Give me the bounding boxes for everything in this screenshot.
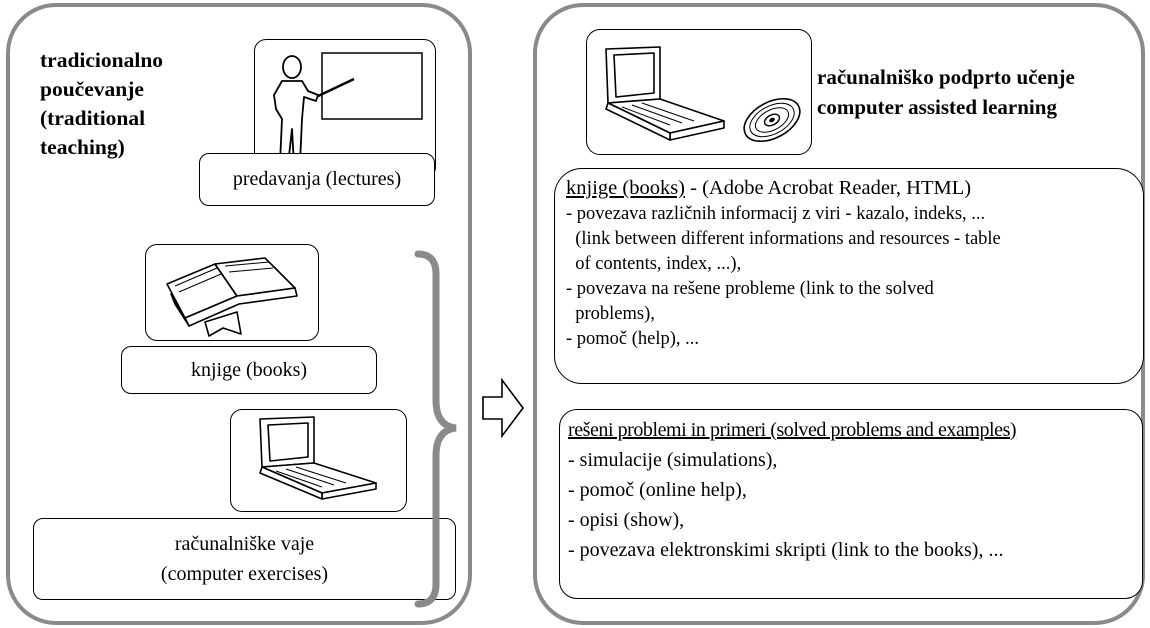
solved-problems-heading: rešeni problemi in primeri (solved probl… [568, 419, 1017, 441]
books-info-line: - pomoč (help), ... [566, 329, 700, 349]
laptop-icon [259, 416, 377, 500]
books-info-line: of contents, index, ...), [566, 254, 742, 274]
title-line: računalniško podprto učenje [817, 65, 1075, 89]
books-info-heading: knjige (books) - (Adobe Acrobat Reader, … [566, 174, 1001, 202]
solved-problems-line: - opisi (show), [568, 509, 685, 531]
exercises-label-line: (computer exercises) [160, 563, 329, 585]
exercises-label-box: računalniške vaje (computer exercises) [33, 518, 456, 600]
title-line: computer assisted learning [817, 95, 1057, 119]
solved-problems-line: - pomoč (online help), [568, 479, 747, 501]
solved-problems-line: - povezava elektronskimi skripti (link t… [568, 539, 1004, 561]
lectures-label: predavanja (lectures) [232, 168, 402, 190]
solved-problems-content: rešeni problemi in primeri (solved probl… [568, 415, 1017, 565]
laptop-icon [605, 46, 725, 141]
solved-problems-box [559, 409, 1143, 599]
books-heading-rest: - (Adobe Acrobat Reader, HTML) [685, 177, 972, 199]
teacher-icon [273, 52, 423, 166]
title-line: teaching) [40, 135, 125, 159]
books-info-line: (link between different informations and… [566, 229, 1001, 249]
books-info-content: knjige (books) - (Adobe Acrobat Reader, … [566, 174, 1001, 352]
cd-icon [743, 97, 801, 143]
solved-problems-line: - simulacije (simulations), [568, 449, 778, 471]
computer-assisted-learning-title: računalniško podprto učenje computer ass… [817, 62, 1075, 122]
open-book-icon [166, 257, 298, 337]
books-info-line: - povezava na rešene probleme (link to t… [566, 279, 934, 299]
title-line: tradicionalno [40, 48, 164, 72]
books-info-line: problems), [566, 304, 655, 324]
books-label: knjige (books) [190, 358, 308, 381]
exercises-label-line: računalniške vaje [174, 533, 315, 555]
title-line: poučevanje [40, 77, 144, 101]
books-heading-underlined: knjige (books) [566, 177, 685, 199]
lectures-label-box: predavanja (lectures) [199, 153, 435, 206]
title-line: (traditional [40, 106, 146, 130]
traditional-teaching-title: tradicionalno poučevanje (traditional te… [40, 46, 163, 162]
books-info-box [554, 168, 1144, 384]
books-info-line: - povezava različnih informacij z viri -… [566, 204, 986, 224]
brace-icon [414, 250, 457, 608]
arrow-right-icon [482, 377, 524, 439]
books-label-box: knjige (books) [121, 346, 377, 394]
